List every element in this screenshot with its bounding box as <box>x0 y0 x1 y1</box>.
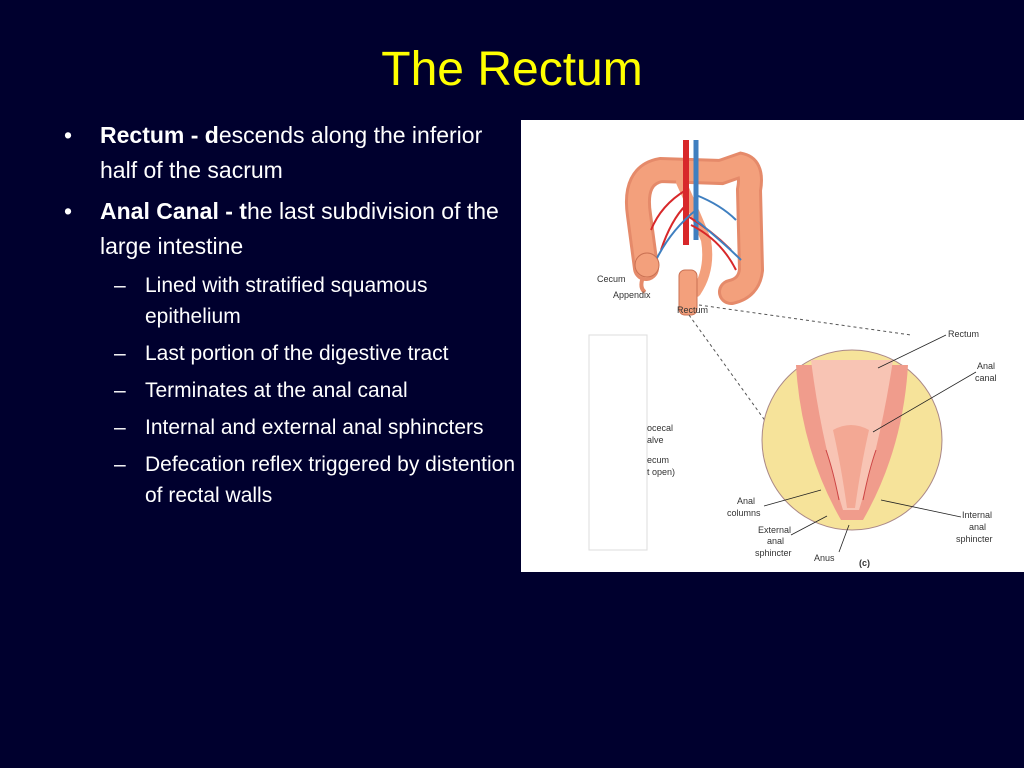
bullet-glyph: • <box>63 122 73 148</box>
figure-labels: Cecum Appendix Rectum Rectum Anal canal … <box>597 274 997 568</box>
dash-glyph: – <box>114 342 126 365</box>
label-ileocecal-1: ocecal <box>647 423 673 433</box>
subbullet-lined: – Lined with stratified squamous epithel… <box>58 270 518 332</box>
label-anus: Anus <box>814 553 835 563</box>
bullet-list: • Rectum - descends along the inferior h… <box>58 118 518 517</box>
label-anal-columns-1: Anal <box>737 496 755 506</box>
label-anal-canal-1: Anal <box>977 361 995 371</box>
bullet-text: he last subdivision of the large intesti… <box>100 198 499 259</box>
label-ext-2: anal <box>767 536 784 546</box>
bullet-glyph: • <box>63 198 73 224</box>
bullet-text: escends along the inferior half of the s… <box>100 122 483 183</box>
partial-panel <box>588 334 648 551</box>
label-int-2: anal <box>969 522 986 532</box>
dash-glyph: – <box>114 416 126 439</box>
dash-glyph: – <box>114 453 126 476</box>
label-ext-3: sphincter <box>755 548 792 558</box>
rectum-stub <box>678 269 698 316</box>
bullet-term: Rectum - d <box>100 122 219 148</box>
label-int-1: Internal <box>962 510 992 520</box>
bullet-anal-canal: • Anal Canal - the last subdivision of t… <box>58 194 518 264</box>
label-appendix: Appendix <box>613 290 651 300</box>
label-panel: (c) <box>859 558 870 568</box>
subbullet-text: Terminates at the anal canal <box>145 379 408 402</box>
label-anal-columns-2: columns <box>727 508 761 518</box>
label-rectum-top: Rectum <box>677 305 708 315</box>
slide-title: The Rectum <box>381 43 643 96</box>
label-rectum: Rectum <box>948 329 979 339</box>
label-int-3: sphincter <box>956 534 993 544</box>
label-ileocecal-2: alve <box>647 435 664 445</box>
label-cecum: Cecum <box>597 274 626 284</box>
subbullet-last-portion: – Last portion of the digestive tract <box>58 338 518 369</box>
bullet-term: Anal Canal - t <box>100 198 247 224</box>
dash-glyph: – <box>114 379 126 402</box>
leader-lines <box>763 334 977 553</box>
bullet-rectum: • Rectum - descends along the inferior h… <box>58 118 518 188</box>
subbullet-terminates: – Terminates at the anal canal <box>58 375 518 406</box>
subbullet-text: Internal and external anal sphincters <box>145 416 484 439</box>
label-anal-canal-2: canal <box>975 373 997 383</box>
large-intestine <box>625 151 765 305</box>
mesenteric-vessels <box>650 140 742 271</box>
subbullet-defecation: – Defecation reflex triggered by distent… <box>58 449 518 511</box>
label-cecum-open-1: ecum <box>647 455 669 465</box>
anatomy-drawing: Cecum Appendix Rectum Rectum Anal canal … <box>588 140 997 568</box>
anatomy-illustration: Cecum Appendix Rectum Rectum Anal canal … <box>521 120 1024 572</box>
label-cecum-open-2: t open) <box>647 467 675 477</box>
rectum-cross-section <box>761 349 943 531</box>
subbullet-text: Lined with stratified squamous epitheliu… <box>145 274 428 328</box>
dash-glyph: – <box>114 274 126 297</box>
cecum-appendix <box>634 252 660 294</box>
subbullet-text: Defecation reflex triggered by distentio… <box>145 453 516 507</box>
subbullet-text: Last portion of the digestive tract <box>145 342 449 365</box>
subbullet-sphincters: – Internal and external anal sphincters <box>58 412 518 443</box>
label-ext-1: External <box>758 525 791 535</box>
